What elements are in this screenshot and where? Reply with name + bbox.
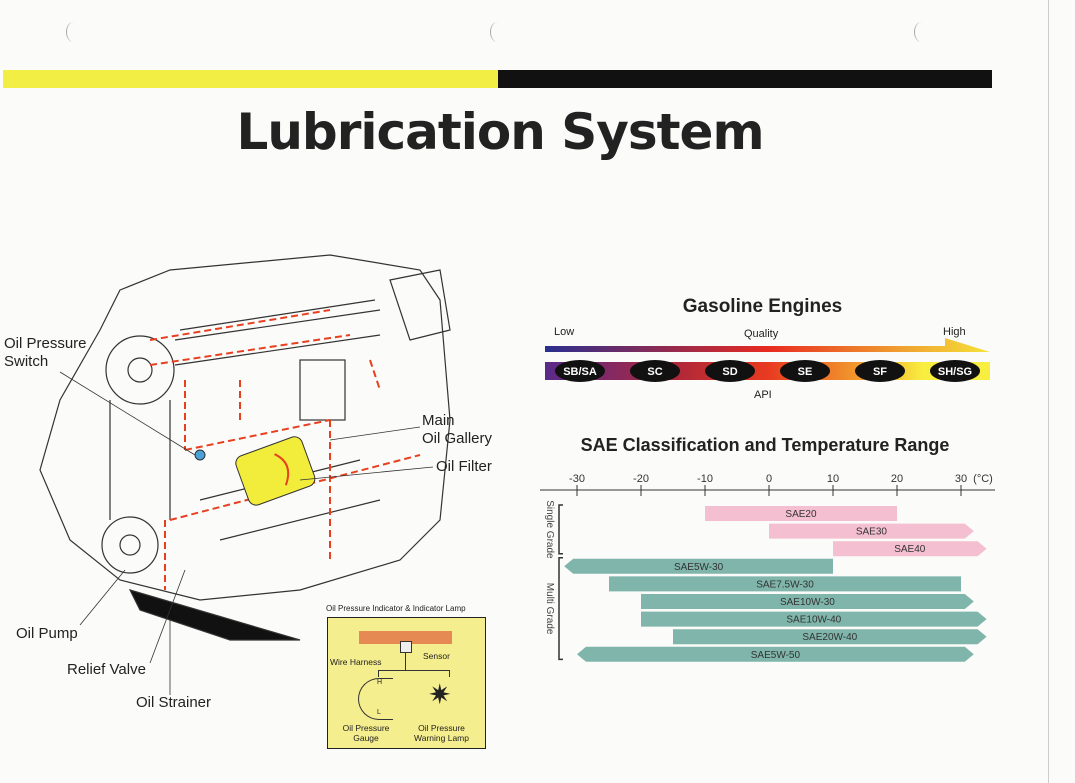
black-header-bar [498,70,992,88]
gauge-low: L [377,709,381,716]
bar-sae30 [769,523,974,539]
lamp-label: Oil Pressure Warning Lamp [414,723,469,743]
label-oil-pump: Oil Pump [16,625,78,642]
api-quality-bar: SB/SA SC SD SE SF SH/SG [545,338,990,382]
api-grade-label: SC [647,366,662,378]
gauge-icon: H L [358,678,393,720]
bar-label: SAE5W-50 [751,650,801,661]
page-edge [1048,0,1049,783]
x-tick-label: -20 [633,473,649,485]
x-tick-label: 30 [955,473,967,485]
api-grade-label: SE [798,366,813,378]
sensor-label: Sensor [423,651,450,661]
binder-hole [914,22,929,42]
api-low: Low [554,326,575,338]
x-tick-label: 0 [766,473,772,485]
gauge-label: Oil Pressure Gauge [342,723,390,743]
bar-sae10w-30 [641,594,974,609]
bar-label: SAE20 [785,509,817,520]
bar-sae5w-30 [564,558,833,574]
warning-lamp-icon: ✷ [428,679,452,710]
api-band [545,362,990,380]
binder-hole [66,22,81,42]
api-grade-sd [705,360,755,382]
bar-label: SAE20W-40 [802,632,857,643]
label-oil-filter: Oil Filter [436,458,492,475]
api-axis-label: API [754,389,772,401]
x-tick-label: 10 [827,473,839,485]
label-oil-strainer: Oil Strainer [136,694,212,711]
x-tick-label: -30 [569,473,585,485]
api-title: Gasoline Engines [682,296,843,317]
x-tick-label: 20 [891,473,903,485]
group-bracket [558,504,563,555]
api-high: High [943,326,966,338]
bar-sae20w-40 [673,629,987,645]
bar-label: SAE7.5W-30 [756,579,814,590]
indicator-panel: Wire Harness Sensor H L ✷ Oil Pressure G… [327,617,486,749]
label-oil-pressure-switch: Oil Pressure Switch [4,335,87,370]
api-grade-sc [630,360,680,382]
wire-harness-label: Wire Harness [330,657,382,667]
group-label: Multi Grade [544,583,555,635]
x-tick-label: -10 [697,473,713,485]
bar-sae20 [705,506,897,521]
label-relief-valve: Relief Valve [67,661,146,678]
binder-hole [490,22,505,42]
sae-chart: -30 -20 -10 0 10 20 30 (°C) SAE20SAE30SAE40SAE5W… [540,473,995,662]
bar-sae7.5w-30 [609,576,961,592]
bar-sae10w-40 [641,611,987,627]
bar-label: SAE30 [856,527,888,538]
bar-sae5w-50 [577,646,974,662]
label-main-oil-gallery: Main Oil Gallery [422,412,493,447]
sae-title: SAE Classification and Temperature Range [580,435,950,455]
engine-illustration [39,254,451,695]
api-grade-label: SH/SG [938,366,972,378]
indicator-title: Oil Pressure Indicator & Indicator Lamp [326,604,466,613]
api-grade-se [780,360,830,382]
api-quality: Quality [744,328,779,340]
api-grade-label: SF [873,366,887,378]
group-bracket [558,557,563,661]
oil-gallery-bar [359,631,452,644]
api-grade-sh-sg [930,360,980,382]
wire [405,652,406,670]
api-grade-label: SD [722,366,737,378]
api-grade-sb-sa [555,360,605,382]
sensor-icon [400,641,412,653]
x-unit-label: (°C) [973,473,993,485]
quality-arrow [545,338,990,352]
bar-sae40 [833,541,987,557]
yellow-header-bar [3,70,498,88]
bar-label: SAE40 [894,544,926,555]
page-title: Lubrication System [236,103,764,161]
bar-label: SAE10W-40 [786,615,841,626]
wire-branch [378,670,450,677]
bar-label: SAE5W-30 [674,562,724,573]
api-grade-sf [855,360,905,382]
group-label: Single Grade [544,500,555,559]
bar-label: SAE10W-30 [780,597,835,608]
api-grade-label: SB/SA [563,366,597,378]
gauge-high: H [377,679,383,686]
